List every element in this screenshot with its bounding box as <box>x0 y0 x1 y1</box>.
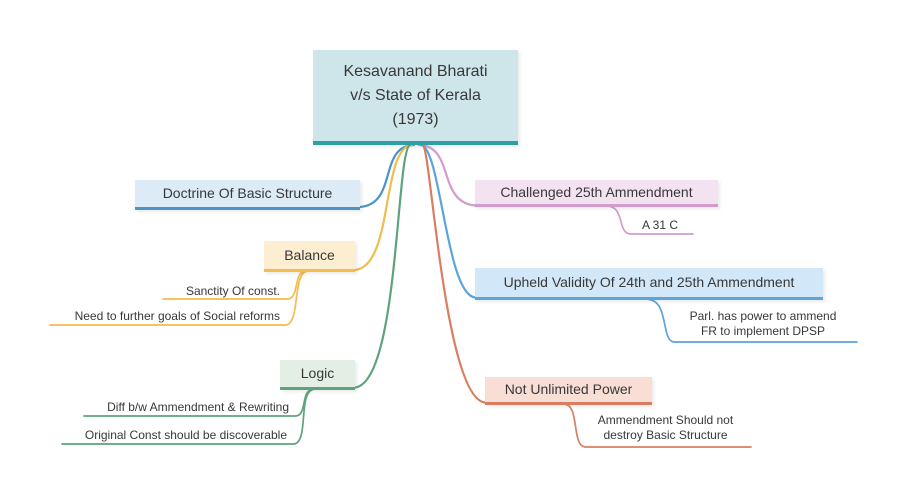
topic-not-unlimited-power[interactable]: Not Unlimited Power <box>485 377 652 405</box>
subtopic-should-not-destroy-basic-structure[interactable]: Ammendment Should not destroy Basic Stru… <box>597 413 734 442</box>
root-topic[interactable]: Kesavanand Bharati v/s State of Kerala (… <box>313 50 518 145</box>
topic-label: Not Unlimited Power <box>504 381 633 398</box>
topic-doctrine-of-basic-structure[interactable]: Doctrine Of Basic Structure <box>135 180 360 210</box>
topic-label: Upheld Validity Of 24th and 25th Ammendm… <box>503 274 795 291</box>
subtopic-a-31-c[interactable]: A 31 C <box>641 218 679 232</box>
subtopic-parl-power-to-ammend[interactable]: Parl. has power to ammend FR to implemen… <box>689 309 837 338</box>
topic-label: Challenged 25th Ammendment <box>500 183 693 200</box>
connector-not-unlimited <box>421 143 487 404</box>
subtopic-diff-ammendment-rewriting[interactable]: Diff b/w Ammendment & Rewriting <box>107 400 289 414</box>
topic-label: Doctrine Of Basic Structure <box>162 185 333 202</box>
connector-a31c <box>609 205 694 235</box>
connector-balance <box>353 143 414 272</box>
topic-label: Logic <box>300 365 335 382</box>
connector-sanctity <box>162 270 305 300</box>
connector-logic <box>353 143 412 389</box>
topic-logic[interactable]: Logic <box>280 360 355 390</box>
connector-destroy <box>565 403 752 448</box>
topic-label: Balance <box>284 246 335 263</box>
root-topic-label: Kesavanand Bharati v/s State of Kerala (… <box>343 62 488 128</box>
connector-need <box>49 270 307 326</box>
topic-upheld-validity[interactable]: Upheld Validity Of 24th and 25th Ammendm… <box>475 268 823 300</box>
subtopic-original-const-discoverable[interactable]: Original Const should be discoverable <box>84 428 287 442</box>
topic-challenged-25th-ammendment[interactable]: Challenged 25th Ammendment <box>475 180 718 207</box>
connector-original <box>61 388 314 445</box>
connector-challenged <box>417 143 477 207</box>
subtopic-need-to-further-goals[interactable]: Need to further goals of Social reforms <box>74 309 280 323</box>
connector-upheld <box>419 143 477 299</box>
subtopic-sanctity-of-const[interactable]: Sanctity Of const. <box>185 284 280 298</box>
topic-balance[interactable]: Balance <box>264 241 355 272</box>
connector-parl <box>648 298 858 343</box>
